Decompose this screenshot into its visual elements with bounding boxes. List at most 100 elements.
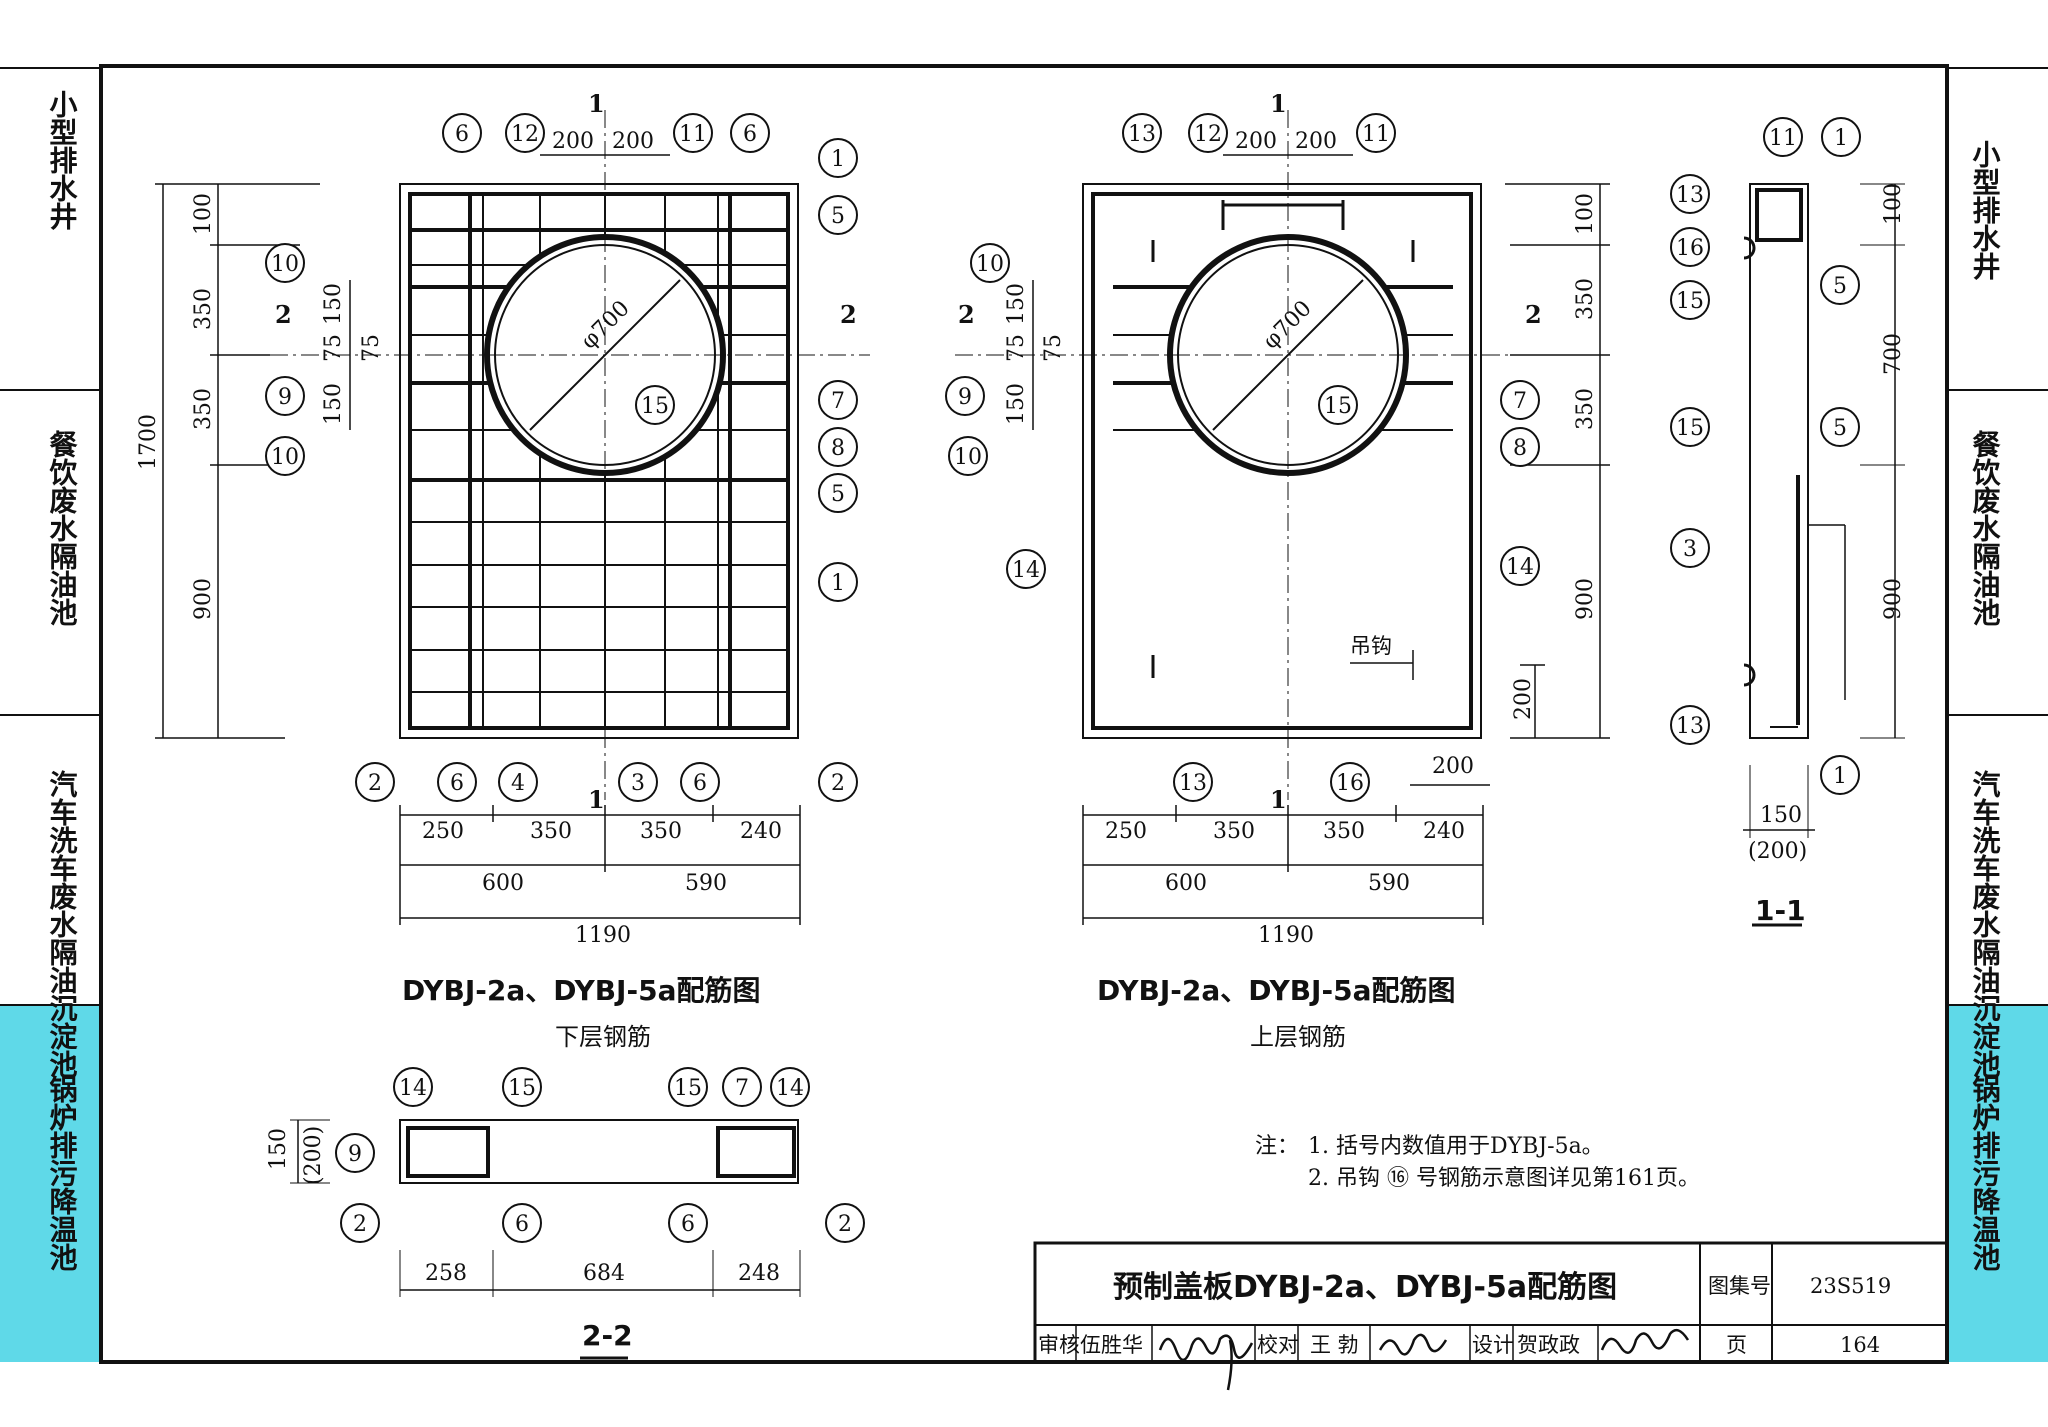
svg-text:8: 8 <box>1513 436 1527 461</box>
svg-text:7: 7 <box>735 1076 749 1101</box>
left-tab-3a[interactable]: 汽车洗车废水隔油沉淀池 <box>46 770 79 1078</box>
lower-layer-labels: φ700 1 1 2 2 200 200 1700 100 350 350 90… <box>136 89 857 1051</box>
note-2: 2. 吊钩 ⑯ 号钢筋示意图详见第161页。 <box>1308 1166 1700 1191</box>
svg-text:3: 3 <box>1683 537 1697 562</box>
svg-text:14: 14 <box>399 1076 427 1101</box>
callout: 9 <box>945 376 985 416</box>
lower-dim-left-150a: 150 <box>321 283 346 325</box>
upper-subtitle: 上层钢筋 <box>1250 1023 1346 1051</box>
left-tab-4[interactable]: 锅炉排污降温池 <box>46 1074 79 1271</box>
section-1-1 <box>1743 183 1905 927</box>
upper-dim-right-200: 200 <box>1511 678 1536 720</box>
sec22-dim-684: 684 <box>583 1261 625 1286</box>
right-tab-3[interactable]: 汽车洗车废水隔油沉淀池 <box>1969 770 2002 1078</box>
upper-dim-left-75b: 75 <box>1041 334 1066 362</box>
svg-text:5: 5 <box>1833 274 1847 299</box>
callout: 13 <box>1173 762 1213 802</box>
svg-text:10: 10 <box>954 445 982 470</box>
callout: 5 <box>1820 407 1860 447</box>
callout: 5 <box>818 195 858 235</box>
lower-dim-bottom-350b: 350 <box>640 819 682 844</box>
svg-text:12: 12 <box>1194 122 1222 147</box>
tb-atlas-no: 23S519 <box>1810 1274 1891 1298</box>
upper-dim-left-75a: 75 <box>1004 334 1029 362</box>
svg-text:6: 6 <box>455 122 469 147</box>
upper-section-1-top: 1 <box>1270 89 1287 118</box>
lower-layer-plan <box>270 110 870 800</box>
svg-text:13: 13 <box>1676 714 1704 739</box>
callout: 2 <box>340 1203 380 1243</box>
callout: 8 <box>818 427 858 467</box>
callout: 7 <box>722 1067 762 1107</box>
section-2-2 <box>290 1119 801 1360</box>
lower-section-2-left: 2 <box>275 300 292 329</box>
callout: 5 <box>1820 265 1860 305</box>
callout: 6 <box>680 762 720 802</box>
callout: 10 <box>265 436 305 476</box>
sec22-dim-248: 248 <box>738 1261 780 1286</box>
upper-dim-right-350a: 350 <box>1573 278 1598 320</box>
upper-dim-right-900: 900 <box>1573 578 1598 620</box>
svg-text:7: 7 <box>1513 389 1527 414</box>
svg-text:15: 15 <box>1324 394 1352 419</box>
lower-dim-left-900: 900 <box>191 578 216 620</box>
svg-text:6: 6 <box>681 1212 695 1237</box>
right-tab-4[interactable]: 锅炉排污降温池 <box>1969 1074 2002 1271</box>
svg-text:15: 15 <box>508 1076 536 1101</box>
callout: 16 <box>1330 762 1370 802</box>
upper-dim-top-2: 200 <box>1295 129 1337 154</box>
svg-text:10: 10 <box>271 252 299 277</box>
lower-dim-left-100: 100 <box>191 193 216 235</box>
left-side-tabs: 小型排水井 餐饮废水隔油池 汽车洗车废水隔油沉淀池 锅炉排污降温池 <box>0 67 100 1362</box>
svg-text:10: 10 <box>976 252 1004 277</box>
callout: 15 <box>635 385 675 425</box>
sec11-dim-900: 900 <box>1881 578 1906 620</box>
svg-text:14: 14 <box>1506 555 1534 580</box>
sec22-dim-150: 150 <box>266 1128 291 1170</box>
lower-dim-bottom-350a: 350 <box>530 819 572 844</box>
svg-text:1: 1 <box>831 147 845 172</box>
right-tab-2[interactable]: 餐饮废水隔油池 <box>1969 430 2002 626</box>
lower-section-1-top: 1 <box>588 89 605 118</box>
svg-text:9: 9 <box>278 385 292 410</box>
left-tab-2[interactable]: 餐饮废水隔油池 <box>46 430 79 626</box>
callout: 15 <box>1318 385 1358 425</box>
upper-section-2-left: 2 <box>958 300 975 329</box>
svg-text:6: 6 <box>693 771 707 796</box>
callout: 1 <box>818 562 858 602</box>
callout: 12 <box>1188 113 1228 153</box>
callout: 5 <box>818 473 858 513</box>
callout: 16 <box>1670 227 1710 267</box>
lower-dim-left-total: 1700 <box>136 414 161 470</box>
left-tab-1[interactable]: 小型排水井 <box>46 90 79 231</box>
sec11-dim-200: (200) <box>1748 839 1807 864</box>
svg-text:14: 14 <box>1012 558 1040 583</box>
right-tab-1[interactable]: 小型排水井 <box>1969 140 2002 281</box>
upper-dim-bottom-350b: 350 <box>1323 819 1365 844</box>
callout: 15 <box>1670 407 1710 447</box>
callout: 13 <box>1670 174 1710 214</box>
tb-review-label: 审核 <box>1038 1333 1080 1357</box>
upper-section-2-right: 2 <box>1525 300 1542 329</box>
sec11-dim-150: 150 <box>1760 803 1802 828</box>
signature-reviewer <box>1158 1334 1254 1391</box>
active-tab-bg-right <box>1948 1005 2048 1362</box>
callout: 14 <box>1500 546 1540 586</box>
svg-text:2: 2 <box>353 1212 367 1237</box>
lower-dim-top-1: 200 <box>552 129 594 154</box>
callout: 9 <box>265 376 305 416</box>
upper-hook-label: 吊钩 <box>1350 634 1392 658</box>
callout: 6 <box>730 113 770 153</box>
callout: 2 <box>825 1203 865 1243</box>
tb-page-label: 页 <box>1726 1333 1747 1357</box>
callout: 9 <box>335 1133 375 1173</box>
svg-text:2: 2 <box>368 771 382 796</box>
lower-dim-bottom-240: 240 <box>740 819 782 844</box>
svg-text:6: 6 <box>743 122 757 147</box>
lower-dim-left-75a: 75 <box>321 334 346 362</box>
callout: 6 <box>668 1203 708 1243</box>
upper-callouts: 13 12 11 10 9 10 14 7 8 14 13 16 15 <box>945 113 1540 802</box>
svg-text:6: 6 <box>450 771 464 796</box>
callout: 2 <box>355 762 395 802</box>
section-2-2-labels: 150 (200) 258 684 248 2-2 <box>266 1126 780 1352</box>
